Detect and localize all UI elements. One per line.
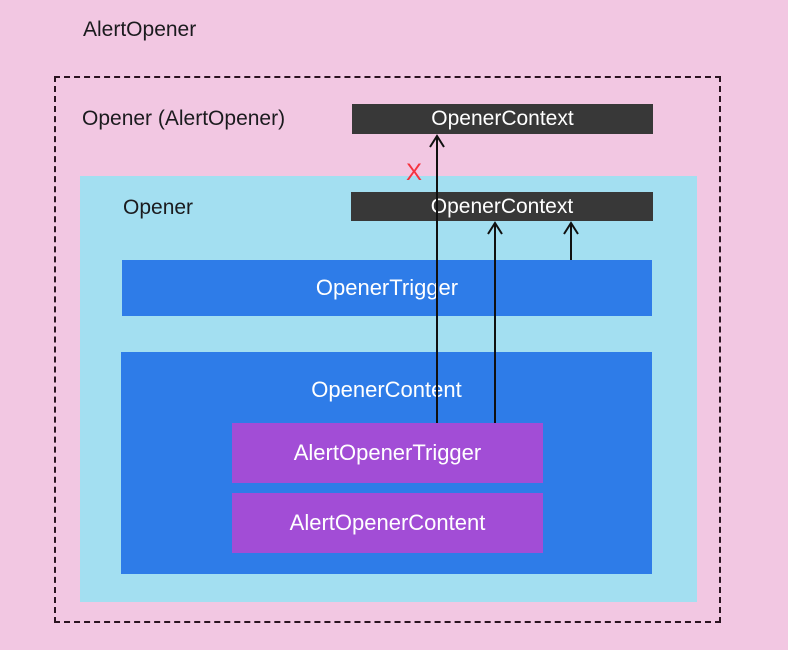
blocked-connection-x-icon: X	[405, 159, 422, 186]
outer-opener-context-box: OpenerContext	[352, 104, 653, 134]
alert-opener-trigger-label: AlertOpenerTrigger	[293, 440, 482, 465]
opener-trigger-label: OpenerTrigger	[315, 275, 459, 300]
opener-content-label: OpenerContent	[311, 377, 462, 402]
alert-opener-root-label: AlertOpener	[83, 18, 197, 41]
opener-trigger-box: OpenerTrigger	[122, 260, 652, 316]
outer-opener-context-label: OpenerContext	[431, 107, 574, 130]
inner-opener-context-box: OpenerContext	[351, 192, 653, 221]
alert-opener-content-box: AlertOpenerContent	[232, 493, 543, 553]
outer-opener-boundary-box	[54, 76, 721, 623]
alert-opener-trigger-box: AlertOpenerTrigger	[232, 423, 543, 483]
alert-opener-content-label: AlertOpenerContent	[289, 510, 486, 535]
outer-opener-label: Opener (AlertOpener)	[82, 107, 286, 130]
inner-opener-label: Opener	[123, 196, 194, 219]
inner-opener-context-label: OpenerContext	[430, 194, 574, 218]
